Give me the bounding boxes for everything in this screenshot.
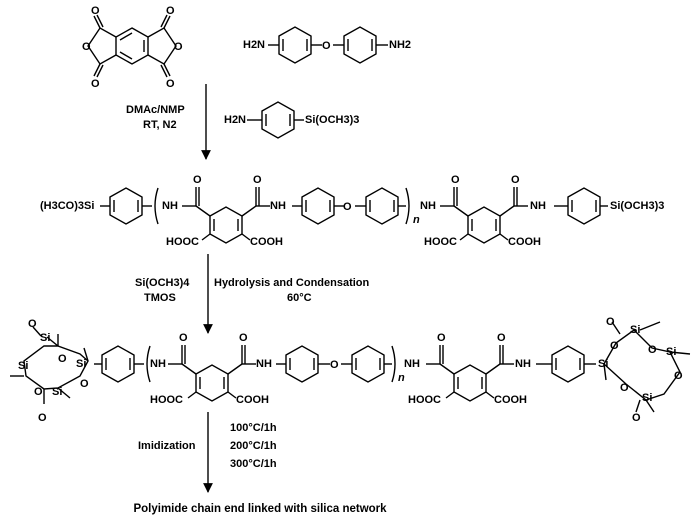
svg-text:O: O <box>166 78 175 90</box>
svg-text:O: O <box>91 78 100 90</box>
cooh-label-4: COOH <box>494 394 527 406</box>
pmda-structure <box>87 14 177 78</box>
cooh-label-2: COOH <box>508 236 541 248</box>
silane-amine-label: H2N <box>224 114 247 126</box>
polyamic-acid-structure <box>100 187 608 244</box>
o-left-1: O <box>28 318 37 330</box>
svg-text:O: O <box>253 174 262 186</box>
svg-text:O: O <box>193 174 202 186</box>
svg-text:O: O <box>174 41 183 53</box>
svg-text:O: O <box>437 332 446 344</box>
svg-text:O: O <box>82 41 91 53</box>
hooc-label-3: HOOC <box>150 394 183 406</box>
step1-conditions: RT, N2 <box>143 119 177 131</box>
o-right-1: O <box>606 316 615 328</box>
silica-network-right <box>603 321 691 413</box>
nh-label-2: NH <box>270 200 286 212</box>
o-left-2: O <box>58 353 67 365</box>
silica-network-left <box>10 326 102 404</box>
svg-text:O: O <box>166 5 175 17</box>
si-right-4: Si <box>642 392 653 404</box>
repeat-n-label: n <box>413 214 420 226</box>
pmda-atom-labels: O O O O O O <box>82 5 183 90</box>
aminophenyl-silane-structure <box>247 101 304 139</box>
nh-label-1: NH <box>162 200 178 212</box>
svg-text:O: O <box>91 5 100 17</box>
o-right-3: O <box>648 344 657 356</box>
si-right-3: Si <box>666 346 677 358</box>
polyamic-acid-atom-labels: O O O O O <box>193 174 520 213</box>
oda-structure: O <box>268 26 388 64</box>
cooh-label-3: COOH <box>236 394 269 406</box>
svg-text:O: O <box>451 174 460 186</box>
silica-linked-atom-labels: O O O O O <box>179 332 506 371</box>
o-right-5: O <box>620 382 629 394</box>
svg-text:O: O <box>343 201 352 213</box>
svg-text:O: O <box>511 174 520 186</box>
polymer-left-end: (H3CO)3Si <box>40 200 95 212</box>
svg-text:O: O <box>497 332 506 344</box>
hooc-label-4: HOOC <box>408 394 441 406</box>
svg-text:O: O <box>330 359 339 371</box>
nh-label-7: NH <box>404 358 420 370</box>
si-left-3: Si <box>18 360 29 372</box>
cooh-label-1: COOH <box>250 236 283 248</box>
step3-schedule-2: 200°C/1h <box>230 440 277 452</box>
step3-process: Imidization <box>138 440 196 452</box>
polymer-right-end: Si(OCH3)3 <box>610 200 665 212</box>
si-left-2: Si <box>76 358 87 370</box>
hooc-label-2: HOOC <box>424 236 457 248</box>
o-right-4: O <box>674 370 683 382</box>
step2-reagent-formula: Si(OCH3)4 <box>135 277 190 289</box>
nh-label-4: NH <box>530 200 546 212</box>
si-left-4: Si <box>52 386 63 398</box>
o-right-6: O <box>632 412 641 424</box>
svg-text:O: O <box>322 40 331 52</box>
step1-solvent: DMAc/NMP <box>126 104 185 116</box>
hooc-label-1: HOOC <box>166 236 199 248</box>
step2-reagent-name: TMOS <box>144 292 176 304</box>
nh-label-5: NH <box>150 358 166 370</box>
silane-group-label: Si(OCH3)3 <box>305 114 360 126</box>
step3-schedule-3: 300°C/1h <box>230 458 277 470</box>
si-right-1: Si <box>598 358 609 370</box>
nh-label-3: NH <box>420 200 436 212</box>
o-left-4: O <box>80 378 89 390</box>
step2-process: Hydrolysis and Condensation <box>214 277 370 289</box>
si-left-1: Si <box>40 332 51 344</box>
step2-temperature: 60°C <box>287 292 312 304</box>
svg-text:O: O <box>239 332 248 344</box>
svg-text:O: O <box>179 332 188 344</box>
o-left-5: O <box>38 412 47 424</box>
o-right-2: O <box>610 340 619 352</box>
step3-schedule-1: 100°C/1h <box>230 422 277 434</box>
amine-right-label: NH2 <box>389 39 412 51</box>
amine-left-label: H2N <box>243 39 266 51</box>
o-left-3: O <box>34 386 43 398</box>
nh-label-8: NH <box>515 358 531 370</box>
nh-label-6: NH <box>256 358 272 370</box>
repeat-n-label-2: n <box>398 372 405 384</box>
product-caption: Polyimide chain end linked with silica n… <box>133 503 387 515</box>
silica-linked-polymer-structure <box>101 345 596 402</box>
si-right-2: Si <box>630 324 641 336</box>
